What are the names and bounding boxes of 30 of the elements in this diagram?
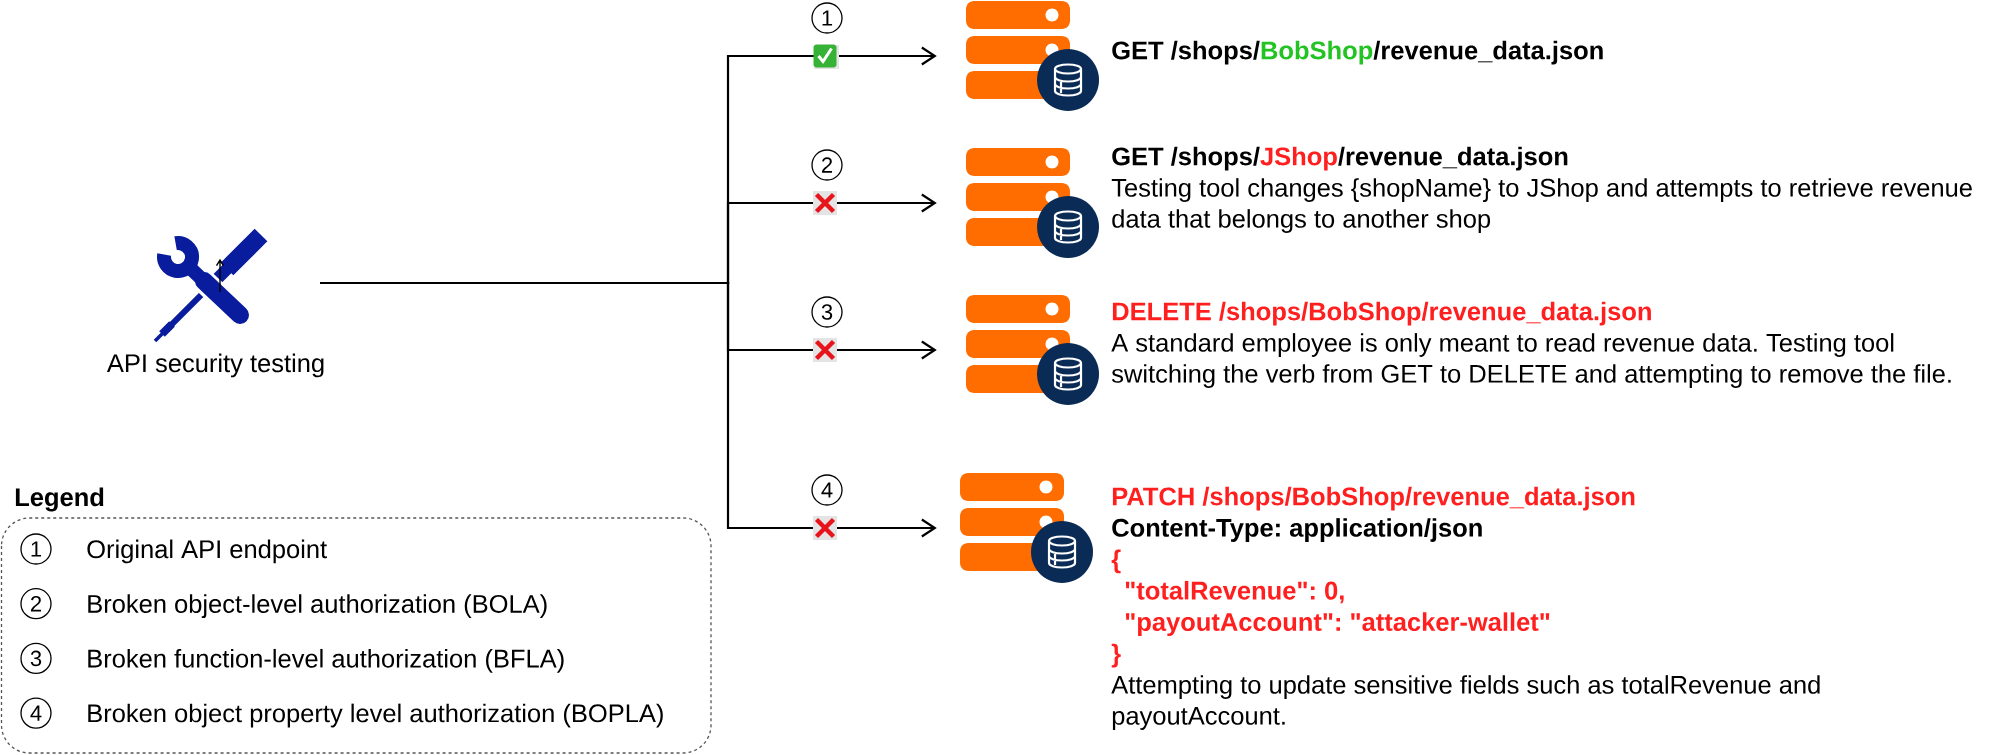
- circled-number: 3: [811, 296, 843, 328]
- legend-text: Broken function-level authorization (BFLA): [88, 648, 564, 673]
- server-icon: [966, 148, 1099, 258]
- node-label: API security testing: [106, 353, 324, 378]
- server-icon: [966, 1, 1099, 111]
- request-line: GET /shops/BobShop/revenue_data.json: [1112, 40, 1603, 65]
- json-line: "payoutAccount": "attacker-wallet": [1125, 612, 1550, 637]
- json-line: "totalRevenue": 0,: [1125, 580, 1344, 604]
- circled-number: 2: [811, 149, 843, 181]
- legend-text: Broken object-level authorization (BOLA): [88, 594, 547, 618]
- json-line: }: [1111, 643, 1121, 668]
- circled-number: 4: [20, 697, 52, 729]
- circled-number: 3: [20, 642, 52, 675]
- circled-number: 2: [20, 588, 52, 620]
- server-icon: [966, 295, 1099, 405]
- description-text: A standard employee is only meant to read revenue data. Testing tool switching the verb from GET to DELETE and attempting to remove the file.: [1111, 333, 1951, 388]
- description-text: Attempting to update sensitive fields such as totalRevenue and payoutAccount.: [1111, 675, 1820, 730]
- legend-text: Original API endpoint: [87, 539, 327, 564]
- legend-text: Broken object property level authorization (BOPLA): [88, 703, 663, 728]
- request-line: DELETE /shops/BobShop/revenue_data.json: [1112, 301, 1651, 326]
- legend-title: Legend: [15, 487, 104, 512]
- header-line: Content-Type: application/json: [1112, 518, 1482, 542]
- circled-number: 4: [811, 474, 843, 506]
- json-line: {: [1111, 549, 1121, 574]
- circled-number: 1: [20, 533, 52, 565]
- server-icon: [960, 473, 1093, 583]
- circled-number: 1: [811, 2, 843, 34]
- request-line: GET /shops/JShop/revenue_data.json: [1112, 146, 1568, 171]
- request-line: PATCH /shops/BobShop/revenue_data.json: [1112, 486, 1635, 511]
- description-text: Testing tool changes {shopName} to JShop and attempts to retrieve revenue data that belongs to another shop: [1111, 178, 1972, 233]
